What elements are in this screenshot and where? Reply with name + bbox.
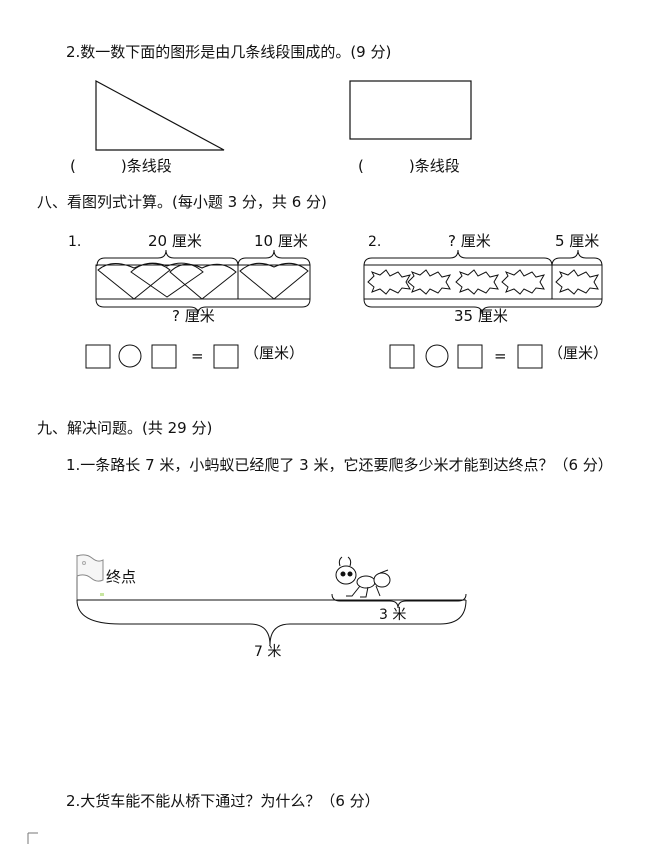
unit-label-2: （厘米） xyxy=(548,344,609,362)
answer-box xyxy=(213,344,239,369)
answer-box xyxy=(85,344,111,369)
rectangle-answer: ( )条线段 xyxy=(358,157,460,175)
answer-row-2 xyxy=(389,344,543,369)
road-diagram xyxy=(76,554,467,646)
ant-icon xyxy=(335,556,391,598)
star-1 xyxy=(367,269,412,295)
answer-box xyxy=(151,344,177,369)
star-strip xyxy=(363,264,603,300)
section-9-heading: 九、解决问题。(共 29 分) xyxy=(37,419,213,437)
heart-4 xyxy=(239,262,309,300)
section-8-heading: 八、看图列式计算。(每小题 3 分，共 6 分) xyxy=(37,193,327,211)
brace-bottom-2 xyxy=(363,298,603,315)
heart-3 xyxy=(169,263,237,300)
brace-top-20 xyxy=(96,249,239,267)
total-distance-label: 7 米 xyxy=(254,644,282,660)
rectangle-shape xyxy=(349,80,472,140)
brace-7m xyxy=(76,599,467,646)
unit-label-1: （厘米） xyxy=(244,344,305,362)
star-diagram xyxy=(363,249,603,315)
p2-bottom-label: 35 厘米 xyxy=(454,307,508,325)
q2-title: 2.数一数下面的图形是由几条线段围成的。(9 分) xyxy=(66,43,392,61)
p2-top-right-label: 5 厘米 xyxy=(555,232,600,250)
question-1: 1.一条路长 7 米，小蚂蚁已经爬了 3 米，它还要爬多少米才能到达终点？（6 … xyxy=(66,456,613,474)
answer-box xyxy=(457,344,483,369)
brace-top-5 xyxy=(551,249,603,267)
brace-3m xyxy=(331,593,467,609)
p1-top-left-label: 20 厘米 xyxy=(148,232,202,250)
p1-top-right-label: 10 厘米 xyxy=(254,232,308,250)
p1-bottom-label: ? 厘米 xyxy=(172,307,215,325)
answer-box xyxy=(517,344,543,369)
operator-circle xyxy=(118,344,142,368)
star-3 xyxy=(455,269,500,295)
heart-diagram xyxy=(95,249,311,315)
answer-row-1 xyxy=(85,344,239,369)
star-2 xyxy=(407,269,452,295)
brace-top-q xyxy=(363,249,553,267)
p2-top-left-label: ? 厘米 xyxy=(448,232,491,250)
star-4 xyxy=(501,269,546,295)
flag-icon xyxy=(76,554,104,582)
problem-2-number: 2. xyxy=(368,234,382,250)
brace-bottom xyxy=(95,298,311,315)
triangle-answer: ( )条线段 xyxy=(70,157,172,175)
star-5 xyxy=(555,269,600,295)
heart-1 xyxy=(97,263,171,300)
question-2: 2.大货车能不能从桥下通过？为什么？（6 分） xyxy=(66,792,380,810)
problem-1-number: 1. xyxy=(68,234,82,250)
equals-sign-1: = xyxy=(191,347,204,365)
answer-box xyxy=(389,344,415,369)
equals-sign-2: = xyxy=(494,347,507,365)
end-label: 终点 xyxy=(106,568,137,586)
brace-top-10 xyxy=(237,249,311,267)
triangle-shape xyxy=(95,79,225,151)
page-corner-mark xyxy=(27,832,38,844)
operator-circle xyxy=(425,344,449,368)
heart-strip xyxy=(95,264,311,300)
ant-distance-label: 3 米 xyxy=(379,607,407,623)
heart-2 xyxy=(130,262,204,298)
